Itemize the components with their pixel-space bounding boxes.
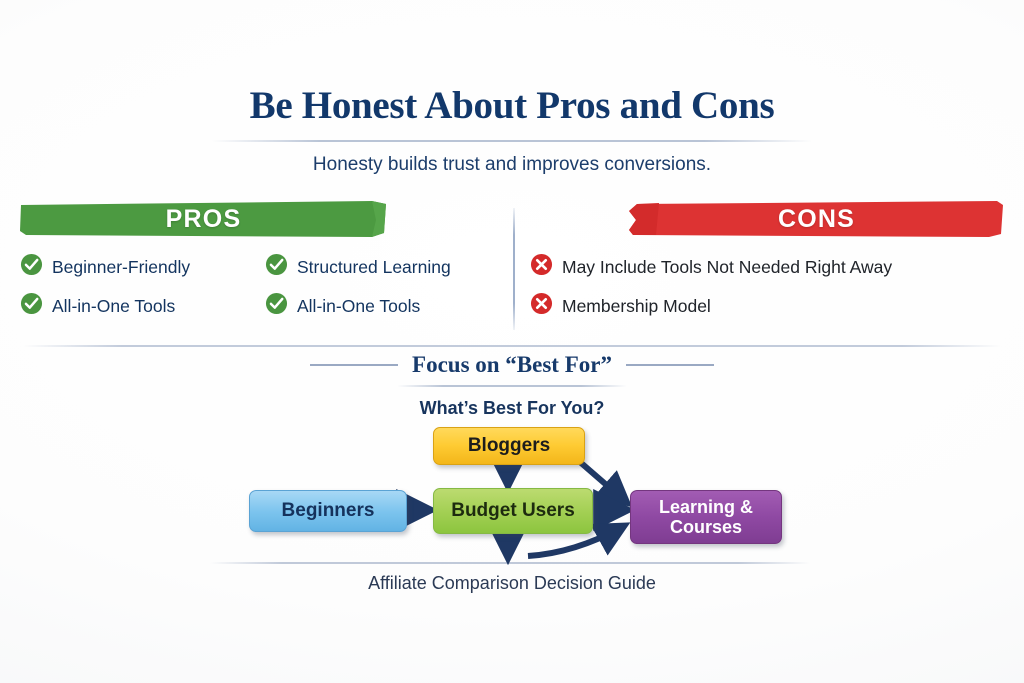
x-circle-icon xyxy=(530,292,553,320)
pros-banner: PROS xyxy=(20,200,387,238)
focus-underline xyxy=(397,385,627,387)
x-circle-icon xyxy=(530,253,553,281)
check-circle-icon xyxy=(265,292,288,320)
cons-item-label: May Include Tools Not Needed Right Away xyxy=(562,256,893,277)
focus-title-row: Focus on “Best For” xyxy=(0,352,1024,378)
header: Be Honest About Pros and Cons Honesty bu… xyxy=(0,84,1024,176)
pros-item-label: Structured Learning xyxy=(297,256,451,277)
cons-banner: CONS xyxy=(629,200,1004,238)
pros-list: Beginner-Friendly Structured Learning xyxy=(20,253,492,332)
node-budget-users[interactable]: Budget Users xyxy=(433,488,593,534)
node-learning-line2: Courses xyxy=(669,517,742,537)
node-beginners-label: Beginners xyxy=(281,500,375,522)
arrow-budget-curve-to-learning xyxy=(527,522,631,559)
node-learning-courses[interactable]: Learning & Courses xyxy=(630,490,782,544)
focus-section-header: Focus on “Best For” What’s Best For You? xyxy=(0,352,1024,419)
page-title: Be Honest About Pros and Cons xyxy=(249,84,775,127)
pros-column: PROS Beginner-Friendly xyxy=(20,200,492,332)
focus-rule-right xyxy=(625,364,714,366)
node-learning-courses-label: Learning & Courses xyxy=(659,497,753,537)
title-divider xyxy=(212,139,812,142)
pros-banner-label: PROS xyxy=(165,204,242,233)
column-divider xyxy=(513,208,515,330)
check-circle-icon xyxy=(265,253,288,281)
section-divider xyxy=(24,345,1000,347)
check-circle-icon xyxy=(20,253,43,281)
list-item: Membership Model xyxy=(530,292,1004,320)
green-brush-stroke-icon xyxy=(20,201,386,237)
node-beginners[interactable]: Beginners xyxy=(249,490,407,532)
node-bloggers[interactable]: Bloggers xyxy=(433,427,585,465)
list-item: Structured Learning xyxy=(265,253,492,281)
cons-list: May Include Tools Not Needed Right Away … xyxy=(530,253,1004,320)
node-bloggers-label: Bloggers xyxy=(467,435,551,457)
cons-column: CONS May Include Tools Not Needed Right … xyxy=(530,200,1004,332)
pros-cons-section: PROS Beginner-Friendly xyxy=(0,200,1024,340)
pros-item-label: Beginner-Friendly xyxy=(52,256,191,277)
focus-rule-left xyxy=(310,364,399,366)
cons-item-label: Membership Model xyxy=(562,295,711,316)
cons-banner-label: CONS xyxy=(777,204,856,233)
diagram-arrows xyxy=(396,451,636,566)
red-brush-stroke-icon xyxy=(629,201,1003,237)
node-learning-line1: Learning & xyxy=(658,496,753,517)
diagram-caption: Affiliate Comparison Decision Guide xyxy=(368,573,656,593)
page-subtitle: Honesty builds trust and improves conver… xyxy=(312,153,712,175)
focus-title: Focus on “Best For” xyxy=(412,352,612,377)
check-circle-icon xyxy=(20,292,43,320)
decision-diagram: Bloggers Beginners Budget Users Learning… xyxy=(0,420,1024,580)
pros-item-label: All-in-One Tools xyxy=(297,295,421,316)
focus-subtitle: What’s Best For You? xyxy=(419,398,605,418)
list-item: All-in-One Tools xyxy=(20,292,265,320)
list-item: Beginner-Friendly xyxy=(20,253,265,281)
list-item: All-in-One Tools xyxy=(265,292,492,320)
node-budget-users-label: Budget Users xyxy=(451,500,575,522)
pros-item-label: All-in-One Tools xyxy=(52,295,176,316)
list-item: May Include Tools Not Needed Right Away xyxy=(530,253,1004,281)
